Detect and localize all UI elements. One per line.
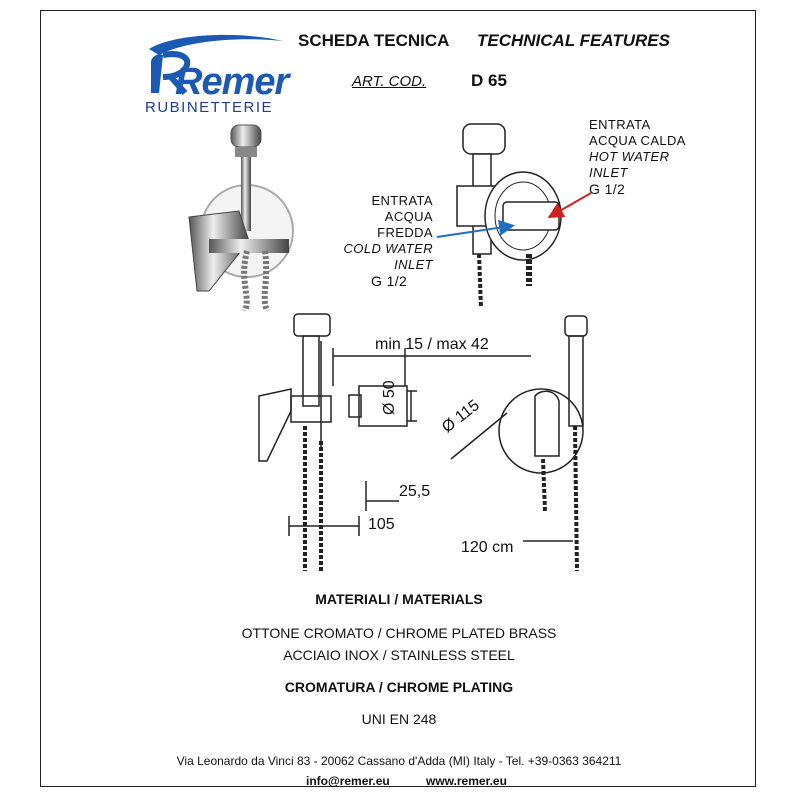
height-value: 50 <box>381 380 398 399</box>
logo-subtitle: RUBINETTERIE <box>145 99 274 116</box>
height-symbol: Ø <box>381 402 398 415</box>
brand-logo: Remer RUBINETTERIE <box>145 31 289 119</box>
cold-inlet-line3: COLD WATER <box>343 241 433 256</box>
hot-inlet-line4: INLET <box>589 165 628 180</box>
footer-email[interactable]: info@remer.eu <box>306 774 390 788</box>
plating-standard: UNI EN 248 <box>361 711 437 727</box>
product-photo <box>169 121 309 311</box>
logo-wordmark: Remer <box>175 61 289 103</box>
material-line-2: ACCIAIO INOX / STAINLESS STEEL <box>283 647 515 663</box>
width-dimension: 105 <box>368 516 395 533</box>
plating-title: CROMATURA / CHROME PLATING <box>284 679 514 695</box>
offset-dimension: 25,5 <box>399 483 431 500</box>
footer-website[interactable]: www.remer.eu <box>426 774 507 788</box>
material-line-1: OTTONE CROMATO / CHROME PLATED BRASS <box>241 625 557 641</box>
cold-inlet-label: ENTRATA ACQUA FREDDA COLD WATER INLET G … <box>331 193 433 289</box>
footer-address: Via Leonardo da Vinci 83 - 20062 Cassano… <box>176 754 622 768</box>
height-dimension: Ø 50 <box>381 380 399 415</box>
hot-inlet-label: ENTRATA ACQUA CALDA HOT WATER INLET G 1/… <box>589 117 686 197</box>
hot-inlet-line3: HOT WATER <box>589 149 670 164</box>
art-code-value: D 65 <box>471 71 507 90</box>
logo-swoosh <box>149 34 283 95</box>
hose-length-dimension: 120 cm <box>461 539 514 556</box>
hot-inlet-line2: ACQUA CALDA <box>589 133 686 148</box>
cold-inlet-line2: ACQUA FREDDA <box>377 209 433 240</box>
hot-inlet-thread: G 1/2 <box>589 181 626 197</box>
technical-sheet: Remer RUBINETTERIE SCHEDA TECNICA TECHNI… <box>40 10 756 788</box>
plate-diameter-dimension: Ø 115 <box>439 396 483 437</box>
hot-inlet-line1: ENTRATA <box>589 117 651 132</box>
cold-inlet-line4: INLET <box>394 257 433 272</box>
cold-inlet-thread: G 1/2 <box>371 273 408 289</box>
art-code-label: ART. COD. <box>352 73 427 90</box>
title-english: TECHNICAL FEATURES <box>477 31 670 50</box>
title-italian: SCHEDA TECNICA <box>298 31 450 50</box>
depth-range-dimension: min 15 / max 42 <box>375 336 489 353</box>
cold-inlet-line1: ENTRATA <box>371 193 433 208</box>
materials-title: MATERIALI / MATERIALS <box>315 591 483 607</box>
installation-drawing <box>411 116 591 311</box>
